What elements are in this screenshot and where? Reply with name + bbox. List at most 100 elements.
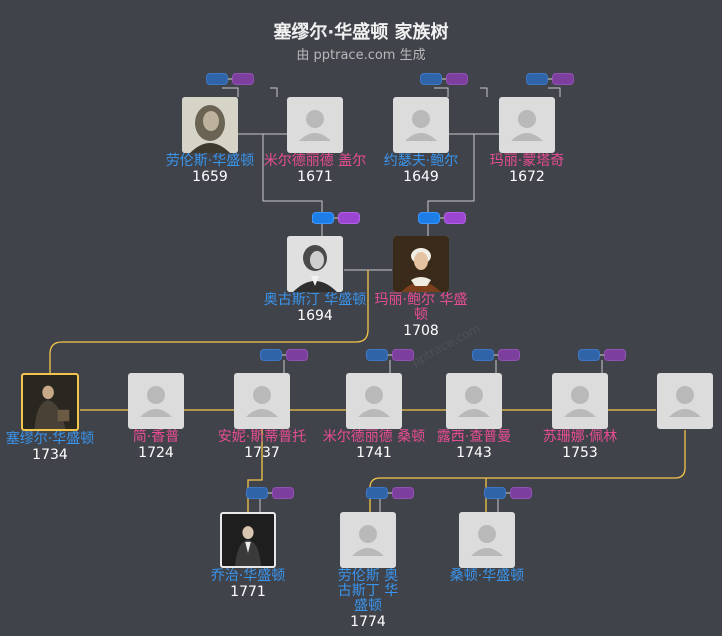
person-card[interactable]: 米尔德丽德 盖尔 1671	[262, 97, 368, 185]
mother-toggle-button[interactable]	[498, 349, 520, 361]
portrait-photo[interactable]	[287, 236, 343, 292]
person-name[interactable]: 约瑟夫·鲍尔	[383, 153, 459, 169]
person-name[interactable]: 塞缪尔·华盛顿	[5, 431, 95, 447]
birth-year: 1737	[244, 445, 280, 461]
relation-toggle	[484, 487, 532, 499]
person-name[interactable]: 乔治·华盛顿	[210, 568, 286, 584]
person-silhouette-icon	[299, 110, 331, 141]
mother-toggle-button[interactable]	[392, 349, 414, 361]
relation-toggle	[206, 73, 254, 85]
person-name[interactable]: 米尔德丽德 盖尔	[263, 153, 367, 169]
mother-toggle-button[interactable]	[232, 73, 254, 85]
father-toggle-button[interactable]	[312, 212, 334, 224]
placeholder-avatar[interactable]	[346, 373, 402, 429]
person-card[interactable]: 奥古斯汀 华盛顿 1694	[262, 236, 368, 324]
person-card[interactable]: 简·香普 1724	[103, 373, 209, 461]
placeholder-avatar[interactable]	[446, 373, 502, 429]
person-silhouette-icon	[352, 525, 384, 556]
person-name[interactable]: 劳伦斯 奥古斯丁 华盛顿	[337, 568, 399, 614]
person-name[interactable]: 苏珊娜·佩林	[542, 429, 618, 445]
engraving-portrait-image	[182, 97, 238, 153]
person-silhouette-icon	[140, 386, 172, 417]
father-toggle-button[interactable]	[206, 73, 228, 85]
person-card[interactable]: 玛丽·蒙塔奇 1672	[474, 97, 580, 185]
mother-toggle-button[interactable]	[604, 349, 626, 361]
birth-year: 1694	[297, 308, 333, 324]
mother-toggle-button[interactable]	[392, 487, 414, 499]
mother-toggle-button[interactable]	[338, 212, 360, 224]
person-card[interactable]	[632, 373, 722, 430]
page-subtitle: 由 pptrace.com 生成	[296, 48, 426, 63]
birth-year: 1743	[456, 445, 492, 461]
person-card[interactable]: 露西·查普曼 1743	[421, 373, 527, 461]
person-name[interactable]: 安妮·斯蒂普托	[217, 429, 307, 445]
person-card[interactable]: 劳伦斯 奥古斯丁 华盛顿 1774	[315, 512, 421, 630]
portrait-photo[interactable]	[21, 373, 79, 431]
birth-year: 1734	[32, 447, 68, 463]
person-card[interactable]: 乔治·华盛顿 1771	[195, 512, 301, 600]
person-name[interactable]: 奥古斯汀 华盛顿	[263, 292, 367, 308]
person-silhouette-icon	[669, 386, 701, 417]
person-name[interactable]: 简·香普	[132, 429, 180, 445]
birth-year: 1671	[297, 169, 333, 185]
father-toggle-button[interactable]	[484, 487, 506, 499]
father-toggle-button[interactable]	[260, 349, 282, 361]
person-name[interactable]: 露西·查普曼	[436, 429, 512, 445]
birth-year: 1724	[138, 445, 174, 461]
father-toggle-button[interactable]	[366, 349, 388, 361]
person-card-selected[interactable]: 塞缪尔·华盛顿 1734	[0, 373, 103, 463]
placeholder-avatar[interactable]	[459, 512, 515, 568]
placeholder-avatar[interactable]	[128, 373, 184, 429]
birth-year: 1672	[509, 169, 545, 185]
person-card[interactable]: 约瑟夫·鲍尔 1649	[368, 97, 474, 185]
person-silhouette-icon	[458, 386, 490, 417]
person-name[interactable]: 玛丽·鲍尔 华盛顿	[374, 292, 468, 323]
placeholder-avatar[interactable]	[393, 97, 449, 153]
person-card[interactable]: 安妮·斯蒂普托 1737	[209, 373, 315, 461]
placeholder-avatar[interactable]	[552, 373, 608, 429]
person-name[interactable]: 玛丽·蒙塔奇	[489, 153, 565, 169]
relation-toggle	[472, 349, 520, 361]
father-toggle-button[interactable]	[526, 73, 548, 85]
father-toggle-button[interactable]	[420, 73, 442, 85]
portrait-photo[interactable]	[220, 512, 276, 568]
relation-toggle	[420, 73, 468, 85]
father-toggle-button[interactable]	[246, 487, 268, 499]
birth-year: 1771	[230, 584, 266, 600]
relation-toggle	[246, 487, 294, 499]
person-name[interactable]: 米尔德丽德 桑顿	[322, 429, 426, 445]
relation-toggle	[312, 212, 360, 224]
placeholder-avatar[interactable]	[499, 97, 555, 153]
mother-toggle-button[interactable]	[286, 349, 308, 361]
placeholder-avatar[interactable]	[340, 512, 396, 568]
mother-toggle-button[interactable]	[444, 212, 466, 224]
person-card[interactable]: 苏珊娜·佩林 1753	[527, 373, 633, 461]
father-toggle-button[interactable]	[472, 349, 494, 361]
portrait-photo[interactable]	[393, 236, 449, 292]
person-card[interactable]: 劳伦斯·华盛顿 1659	[157, 97, 263, 185]
placeholder-avatar[interactable]	[234, 373, 290, 429]
placeholder-avatar[interactable]	[287, 97, 343, 153]
father-toggle-button[interactable]	[366, 487, 388, 499]
mother-toggle-button[interactable]	[272, 487, 294, 499]
mother-toggle-button[interactable]	[552, 73, 574, 85]
relation-toggle	[578, 349, 626, 361]
child-line-lawrence-jr	[369, 430, 686, 512]
mother-toggle-button[interactable]	[510, 487, 532, 499]
mother-toggle-button[interactable]	[446, 73, 468, 85]
relation-toggle	[260, 349, 308, 361]
relation-toggle	[366, 349, 414, 361]
person-card[interactable]: 玛丽·鲍尔 华盛顿 1708	[368, 236, 474, 339]
child-line-mary-ball	[427, 134, 475, 212]
person-card[interactable]: 米尔德丽德 桑顿 1741	[321, 373, 427, 461]
father-toggle-button[interactable]	[578, 349, 600, 361]
person-card[interactable]: 桑顿·华盛顿	[434, 512, 540, 584]
painted-portrait-image	[23, 375, 77, 429]
placeholder-avatar[interactable]	[657, 373, 713, 429]
father-toggle-button[interactable]	[418, 212, 440, 224]
portrait-photo[interactable]	[182, 97, 238, 153]
person-silhouette-icon	[358, 386, 390, 417]
person-name[interactable]: 劳伦斯·华盛顿	[165, 153, 255, 169]
child-line-augustine	[262, 134, 323, 212]
person-name[interactable]: 桑顿·华盛顿	[449, 568, 525, 584]
